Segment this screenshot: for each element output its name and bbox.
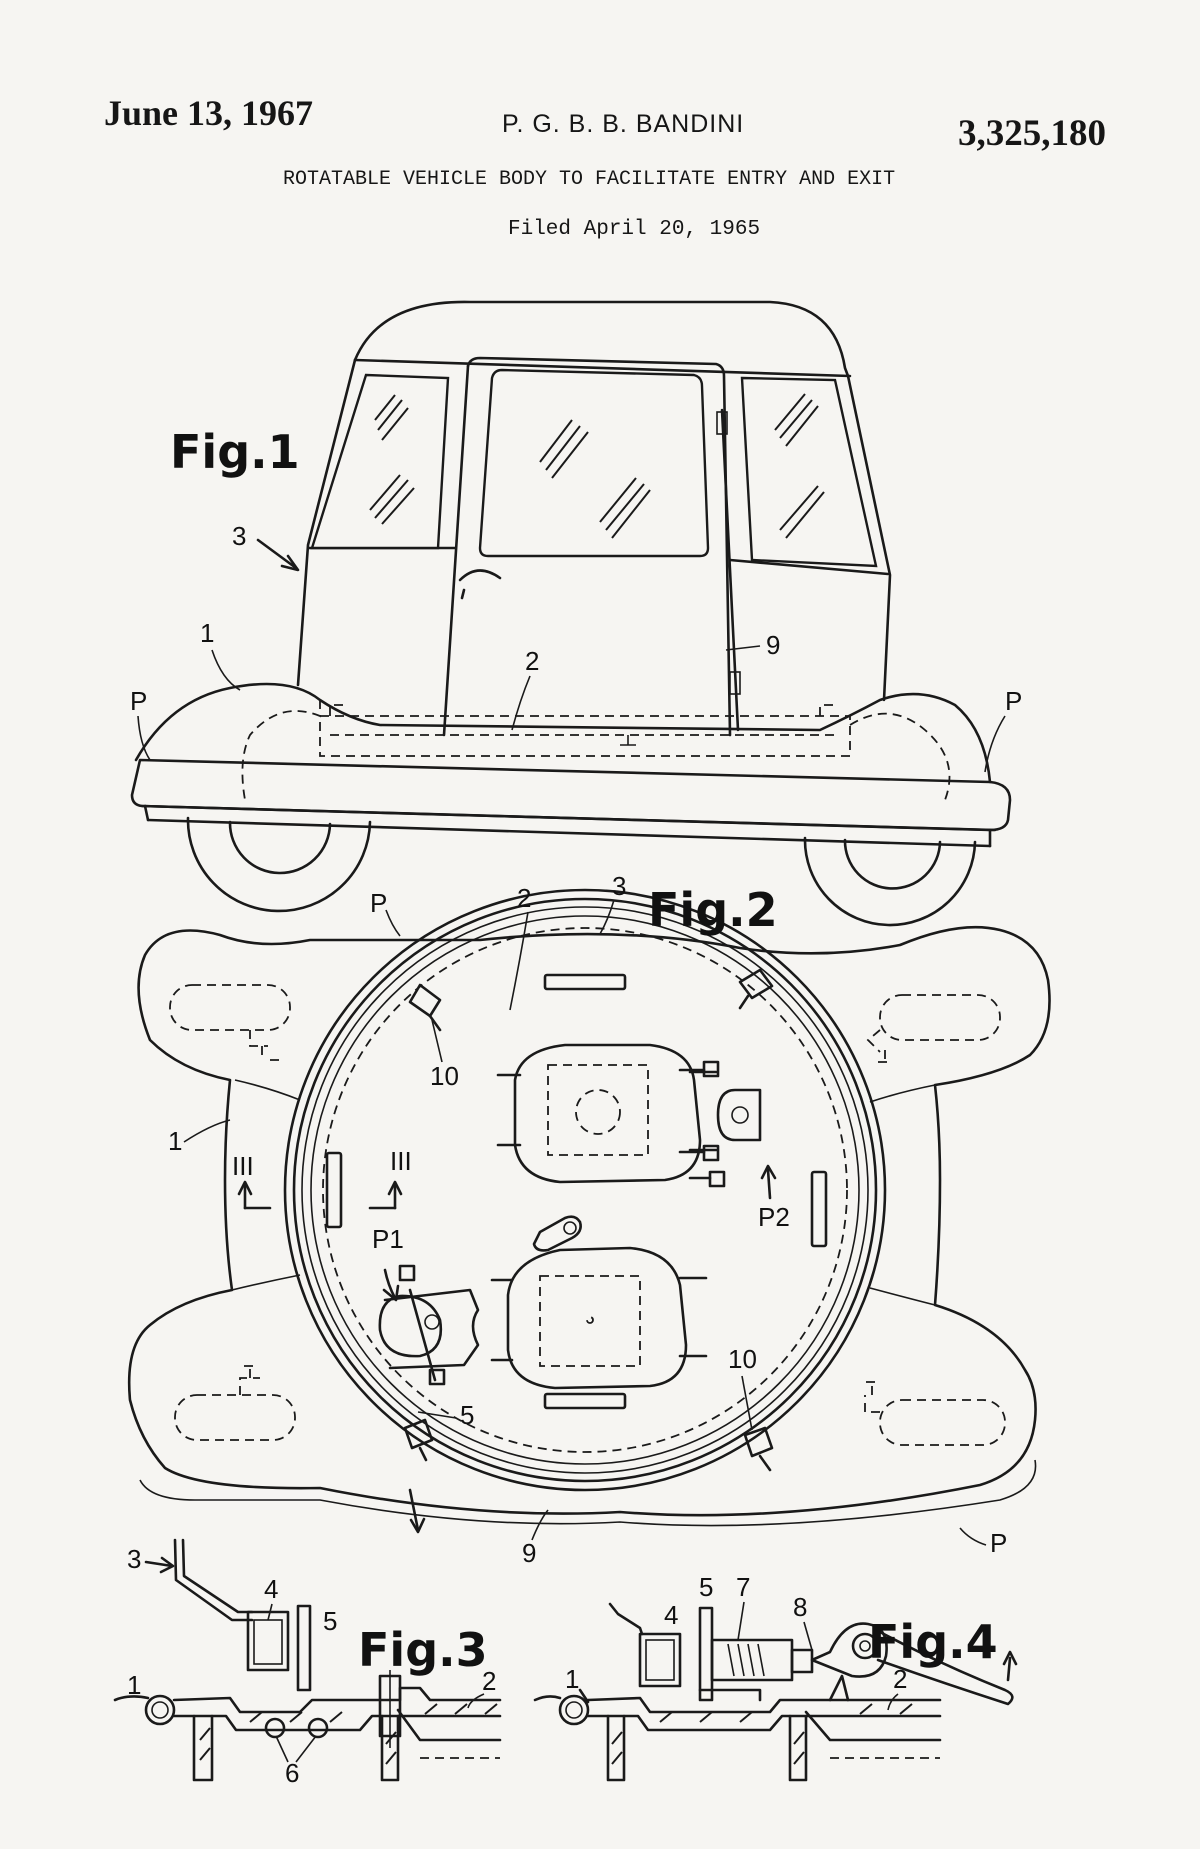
fig1-ref-chassis: 1 [200, 618, 214, 648]
fig1-ref-p-left: P [130, 686, 147, 716]
patent-date: June 13, 1967 [104, 93, 314, 133]
fig4-ref-spring: 7 [736, 1572, 750, 1602]
fig3-ref-rollers: 6 [285, 1758, 299, 1788]
figure-4-section: Fig.4 1 4 5 7 8 2 [533, 1572, 1018, 1782]
figure-2-plan-view: Fig.2 P 2 3 10 1 III III P1 P2 10 5 9 P [127, 871, 1051, 1568]
front-side-window [740, 376, 878, 568]
fig2-ref-clamp-bottom: 10 [728, 1344, 757, 1374]
fig4-ref-ring: 5 [699, 1572, 713, 1602]
fig2-ref-chassis: 1 [168, 1126, 182, 1156]
fig1-ref-platform: 2 [525, 646, 539, 676]
fig3-ref-ring: 5 [323, 1606, 337, 1636]
figure-3-section: Fig.3 3 1 4 5 6 2 [113, 1538, 502, 1788]
fig4-ref-member: 4 [664, 1600, 678, 1630]
door-window [478, 368, 710, 558]
fig4-ref-platform: 2 [893, 1664, 907, 1694]
rear-side-window [310, 373, 450, 550]
fig2-ref-p-bottom: P [990, 1528, 1007, 1558]
fig2-ref-p1: P1 [372, 1224, 404, 1254]
fig4-ref-chassis: 1 [565, 1664, 579, 1694]
fig1-ref-body: 3 [232, 521, 246, 551]
fig4-label: Fig.4 [868, 1615, 998, 1669]
fig2-ref-clamp-top: 10 [430, 1061, 459, 1091]
fig3-ref-chassis: 1 [127, 1670, 141, 1700]
fig1-label: Fig.1 [170, 425, 300, 479]
fig1-ref-p-right: P [1005, 686, 1022, 716]
fig2-ref-rod: 9 [522, 1538, 536, 1568]
fig2-ref-p-top: P [370, 888, 387, 918]
fig4-ref-cam: 8 [793, 1592, 807, 1622]
fig3-label: Fig.3 [358, 1623, 488, 1677]
fig3-ref-member: 4 [264, 1574, 278, 1604]
patent-number: 3,325,180 [958, 113, 1106, 154]
filing-date: Filed April 20, 1965 [508, 218, 761, 241]
figure-1-side-view: Fig.1 3 1 2 9 P P [130, 300, 1022, 927]
fig3-ref-body: 3 [127, 1544, 141, 1574]
fig2-ref-ring: 5 [460, 1400, 474, 1430]
patent-title: ROTATABLE VEHICLE BODY TO FACILITATE ENT… [283, 168, 896, 191]
fig2-ref-section-left: III [232, 1151, 254, 1181]
fig2-ref-p2: P2 [758, 1202, 790, 1232]
fig2-ref-body: 3 [612, 871, 626, 901]
fig2-ref-platform: 2 [517, 883, 531, 913]
fig3-ref-platform: 2 [482, 1666, 496, 1696]
fig1-ref-rod: 9 [766, 630, 780, 660]
fig2-label: Fig.2 [648, 883, 778, 937]
fig2-ref-section-right: III [390, 1146, 412, 1176]
inventor-name: P. G. B. B. BANDINI [502, 110, 745, 138]
